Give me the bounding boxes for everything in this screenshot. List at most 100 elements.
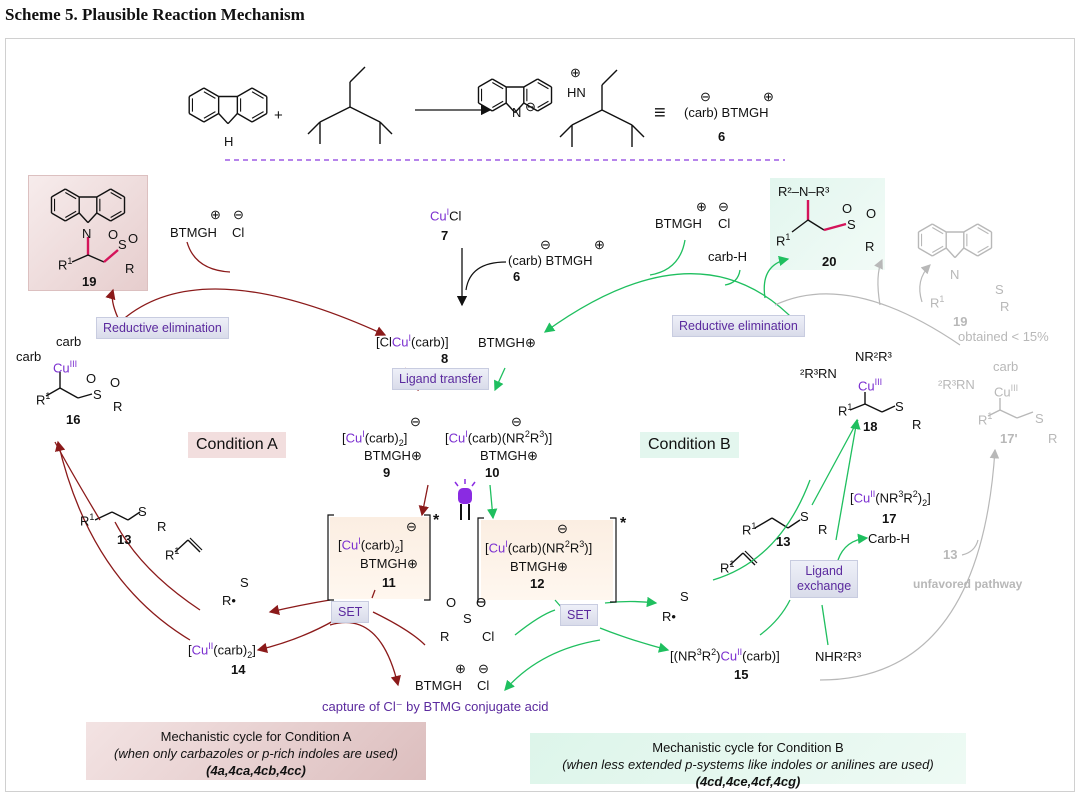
- r1-label: R1: [80, 512, 95, 529]
- r1-label: R1: [36, 391, 51, 408]
- atom-s: S: [463, 611, 472, 626]
- atom-s: S: [93, 387, 102, 402]
- set-label-b: SET: [560, 604, 599, 626]
- complex-11-box: [330, 517, 430, 599]
- excited-state-mark: *: [620, 515, 627, 532]
- atom-o: O: [476, 595, 487, 610]
- plus-charge: ⊕: [696, 199, 707, 214]
- atom-cl: Cl: [482, 629, 495, 644]
- btmgh-8: BTMGH⊕: [478, 335, 536, 350]
- atom-s: S: [118, 237, 127, 252]
- atom-n: N: [950, 267, 960, 282]
- compound-number: 7: [441, 228, 449, 243]
- atom-o: O: [86, 371, 97, 386]
- atom-s: S: [895, 399, 904, 414]
- ion-pair-6: (carb) BTMGH: [508, 253, 593, 268]
- unfavored-pathway-label: unfavored pathway: [913, 577, 1023, 591]
- alkene-r1: R1: [720, 559, 735, 576]
- complex-12: [CuI(carb)(NR2R3)]: [485, 539, 593, 556]
- r1-label: R1: [930, 294, 945, 311]
- footer-condition-a: Mechanistic cycle for Condition A(when o…: [86, 722, 426, 780]
- carb-h-label: Carb-H: [868, 531, 910, 546]
- compound-number: 13: [776, 534, 791, 549]
- compound-number: 13: [117, 532, 132, 547]
- minus-charge: ⊖: [233, 207, 244, 222]
- atom-n: N: [82, 226, 92, 241]
- atom-r: R: [1000, 299, 1010, 314]
- atom-s: S: [847, 217, 856, 232]
- complex-8: [ClCuI(carb)]: [376, 333, 449, 350]
- footer-condition-b: Mechanistic cycle for Condition B(when l…: [530, 733, 966, 789]
- product-20-box: [770, 178, 885, 270]
- minus-charge: ⊖: [540, 237, 551, 252]
- capture-note: capture of Cl⁻ by BTMG conjugate acid: [322, 699, 549, 714]
- scheme-frame: [5, 38, 1075, 792]
- btmgh-12: BTMGH⊕: [510, 559, 568, 574]
- atom-r: R: [912, 417, 922, 432]
- set-label-a: SET: [331, 601, 370, 623]
- btmgh-9: BTMGH⊕: [364, 448, 422, 463]
- compound-number: 18: [863, 419, 878, 434]
- btmgh: BTMGH: [170, 225, 217, 240]
- compound-number: 8: [441, 351, 449, 366]
- atom-r: R: [157, 519, 167, 534]
- btmgh: BTMGH: [655, 216, 702, 231]
- atom-o: O: [110, 375, 121, 390]
- complex-9: [CuI(carb)2]: [342, 429, 408, 448]
- atom-s: S: [800, 509, 809, 524]
- complex-11: [CuI(carb)2]: [338, 536, 404, 555]
- atom-r: R: [440, 629, 450, 644]
- excited-state-mark: *: [433, 512, 440, 529]
- complex-17: [CuII(NR3R2)2]: [850, 489, 931, 508]
- reductive-elimination-label-b: Reductive elimination: [672, 315, 805, 337]
- alkene-r1: R1: [165, 546, 180, 563]
- purple-led-lamp-icon: [454, 479, 476, 520]
- minus-charge: ⊖: [718, 199, 729, 214]
- carbazole-nh: H: [224, 134, 234, 149]
- plus-charge: ⊕: [210, 207, 221, 222]
- compound-number: 6: [513, 269, 521, 284]
- reductive-elimination-label-a: Reductive elimination: [96, 317, 229, 339]
- compound-number: 14: [231, 662, 246, 677]
- ligand-carb: carb: [16, 349, 42, 364]
- atom-o: O: [446, 595, 457, 610]
- ion-pair-6: (carb) BTMGH: [684, 105, 769, 120]
- r1-label: R1: [978, 411, 993, 428]
- compound-number: 13: [943, 547, 958, 562]
- minus-charge: ⊖: [700, 89, 711, 104]
- compound-number: 9: [383, 465, 391, 480]
- atom-s: S: [995, 282, 1004, 297]
- minus-charge: ⊖: [525, 99, 536, 114]
- atom-s: S: [240, 575, 249, 590]
- condition-b-label: Condition B: [640, 432, 739, 458]
- minus-charge: ⊖: [410, 414, 421, 429]
- chloride: Cl: [477, 678, 490, 693]
- compound-number: 12: [530, 576, 545, 591]
- compound-number: 6: [718, 129, 726, 144]
- carbazolide-n: N: [512, 105, 522, 120]
- compound-number: 15: [734, 667, 749, 682]
- btmgh: BTMGH: [415, 678, 462, 693]
- atom-o: O: [128, 231, 139, 246]
- compound-number: 20: [822, 254, 837, 269]
- atom-o: O: [866, 206, 877, 221]
- condition-a-label: Condition A: [188, 432, 286, 458]
- hn-label: HN: [567, 85, 586, 100]
- btmgh-10: BTMGH⊕: [480, 448, 538, 463]
- amine-label: ²R³RN: [800, 366, 837, 381]
- copper-iii: CuIII: [858, 377, 883, 394]
- ligand-carb: carb: [993, 359, 1019, 374]
- amine-label: NR²R³: [855, 349, 892, 364]
- sulfonyl-radical: R•: [222, 593, 236, 608]
- r1-label: R1: [838, 402, 853, 419]
- equivalence-sign: ≡: [654, 102, 666, 124]
- r1-label: R1: [776, 232, 791, 249]
- minus-charge: ⊖: [511, 414, 522, 429]
- compound-number: 11: [382, 575, 396, 590]
- atom-r: R: [1048, 431, 1058, 446]
- amine-nhr2r3: NHR²R³: [815, 649, 862, 664]
- carb-h-label: carb-H: [708, 249, 748, 264]
- yield-note: obtained < 15%: [958, 329, 1049, 344]
- compound-number: 19: [953, 314, 968, 329]
